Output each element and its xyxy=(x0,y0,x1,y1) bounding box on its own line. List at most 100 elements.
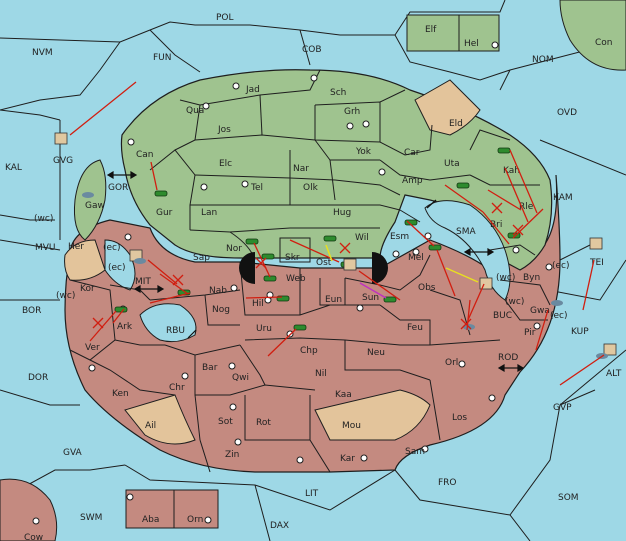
region-her[interactable] xyxy=(64,239,106,281)
svg-text:Sot: Sot xyxy=(218,417,233,427)
failed-order-marks xyxy=(92,202,524,330)
svg-text:Uta: Uta xyxy=(444,159,460,169)
svg-text:Uru: Uru xyxy=(256,324,272,334)
svg-text:Kah: Kah xyxy=(503,166,520,176)
svg-text:Elc: Elc xyxy=(219,159,232,169)
region-ail[interactable] xyxy=(124,394,196,445)
svg-text:FUN: FUN xyxy=(153,53,172,63)
svg-text:Lan: Lan xyxy=(201,208,217,218)
svg-text:Bri: Bri xyxy=(490,220,502,230)
svg-text:GOR: GOR xyxy=(108,183,128,193)
svg-text:KAM: KAM xyxy=(553,193,573,203)
svg-text:DAX: DAX xyxy=(270,521,289,531)
svg-text:Elf: Elf xyxy=(425,25,437,35)
svg-text:GVP: GVP xyxy=(553,403,572,413)
svg-text:Pir: Pir xyxy=(524,328,536,338)
svg-text:(ec): (ec) xyxy=(550,311,568,321)
svg-text:Nil: Nil xyxy=(315,369,327,379)
svg-text:Nor: Nor xyxy=(226,244,242,254)
svg-text:Gaw: Gaw xyxy=(85,201,105,211)
svg-text:Chp: Chp xyxy=(300,346,318,356)
svg-text:(ec): (ec) xyxy=(108,263,126,273)
svg-text:Sam: Sam xyxy=(405,447,425,457)
svg-text:Her: Her xyxy=(68,242,84,252)
svg-text:RBU: RBU xyxy=(166,326,185,336)
svg-text:Chr: Chr xyxy=(169,383,185,393)
svg-text:GVA: GVA xyxy=(63,448,83,458)
svg-text:Wil: Wil xyxy=(355,233,369,243)
svg-text:LIT: LIT xyxy=(305,489,319,499)
svg-text:(wc): (wc) xyxy=(496,273,515,283)
svg-text:Jad: Jad xyxy=(245,85,260,95)
region-eld[interactable] xyxy=(414,79,481,136)
svg-text:Zin: Zin xyxy=(225,450,239,460)
svg-text:KAL: KAL xyxy=(5,163,22,173)
svg-text:NVM: NVM xyxy=(32,48,53,58)
svg-text:Feu: Feu xyxy=(407,323,423,333)
svg-text:Web: Web xyxy=(286,274,306,284)
region-mou[interactable] xyxy=(314,389,431,441)
svg-text:BOR: BOR xyxy=(22,306,41,316)
svg-text:MVU: MVU xyxy=(35,243,56,253)
sea-rbu[interactable] xyxy=(139,303,197,343)
support-orders xyxy=(325,244,479,299)
svg-text:Aba: Aba xyxy=(142,515,159,525)
svg-text:Kor: Kor xyxy=(80,284,95,294)
svg-text:DOR: DOR xyxy=(28,373,48,383)
region-cow[interactable] xyxy=(0,478,58,541)
order-arrows xyxy=(69,81,605,386)
crossing-arrows xyxy=(106,170,525,373)
svg-text:Amp: Amp xyxy=(402,176,423,186)
svg-text:Skr: Skr xyxy=(285,253,300,263)
svg-text:Rle: Rle xyxy=(519,202,534,212)
svg-text:FRO: FRO xyxy=(438,478,457,488)
svg-text:Sun: Sun xyxy=(362,293,379,303)
svg-text:Nar: Nar xyxy=(293,164,309,174)
svg-text:Mou: Mou xyxy=(342,421,361,431)
svg-text:(wc): (wc) xyxy=(34,214,53,224)
region-elf[interactable] xyxy=(406,14,460,52)
svg-text:OVD: OVD xyxy=(557,108,577,118)
svg-text:(ec): (ec) xyxy=(552,261,570,271)
svg-text:Grh: Grh xyxy=(344,107,360,117)
svg-text:Ken: Ken xyxy=(112,389,129,399)
svg-text:KUP: KUP xyxy=(571,327,589,337)
svg-text:Neu: Neu xyxy=(367,348,385,358)
svg-text:Sch: Sch xyxy=(330,88,346,98)
svg-text:Orl: Orl xyxy=(445,358,458,368)
svg-text:Qwi: Qwi xyxy=(232,373,249,383)
svg-text:Mel: Mel xyxy=(408,253,424,263)
svg-text:SMA: SMA xyxy=(456,227,476,237)
svg-text:Con: Con xyxy=(595,38,613,48)
svg-text:Los: Los xyxy=(452,413,467,423)
svg-text:(wc): (wc) xyxy=(56,291,75,301)
svg-text:MIT: MIT xyxy=(135,277,151,287)
svg-text:ROD: ROD xyxy=(498,353,518,363)
svg-text:ALT: ALT xyxy=(606,369,622,379)
svg-text:Hel: Hel xyxy=(464,39,479,49)
svg-text:Cow: Cow xyxy=(24,533,43,541)
region-aba[interactable] xyxy=(125,489,175,529)
svg-text:Hil: Hil xyxy=(252,299,264,309)
svg-text:(wc): (wc) xyxy=(505,297,524,307)
svg-text:Gur: Gur xyxy=(156,208,173,218)
svg-text:Ost: Ost xyxy=(316,258,332,268)
region-gaw[interactable] xyxy=(74,159,107,241)
svg-text:Eld: Eld xyxy=(449,119,463,129)
svg-text:Orn: Orn xyxy=(187,515,203,525)
svg-text:Ver: Ver xyxy=(85,343,100,353)
svg-text:Ark: Ark xyxy=(117,322,133,332)
sea-mit[interactable] xyxy=(104,239,136,291)
svg-text:Tel: Tel xyxy=(250,183,263,193)
svg-text:Gwa: Gwa xyxy=(530,306,550,316)
svg-text:Nog: Nog xyxy=(212,305,230,315)
region-con[interactable] xyxy=(559,0,626,71)
svg-text:TEI: TEI xyxy=(589,258,604,268)
svg-text:Kar: Kar xyxy=(340,454,355,464)
svg-text:Olk: Olk xyxy=(303,183,319,193)
svg-text:Hug: Hug xyxy=(333,208,351,218)
svg-text:Jos: Jos xyxy=(217,125,231,135)
svg-text:POL: POL xyxy=(216,13,234,23)
